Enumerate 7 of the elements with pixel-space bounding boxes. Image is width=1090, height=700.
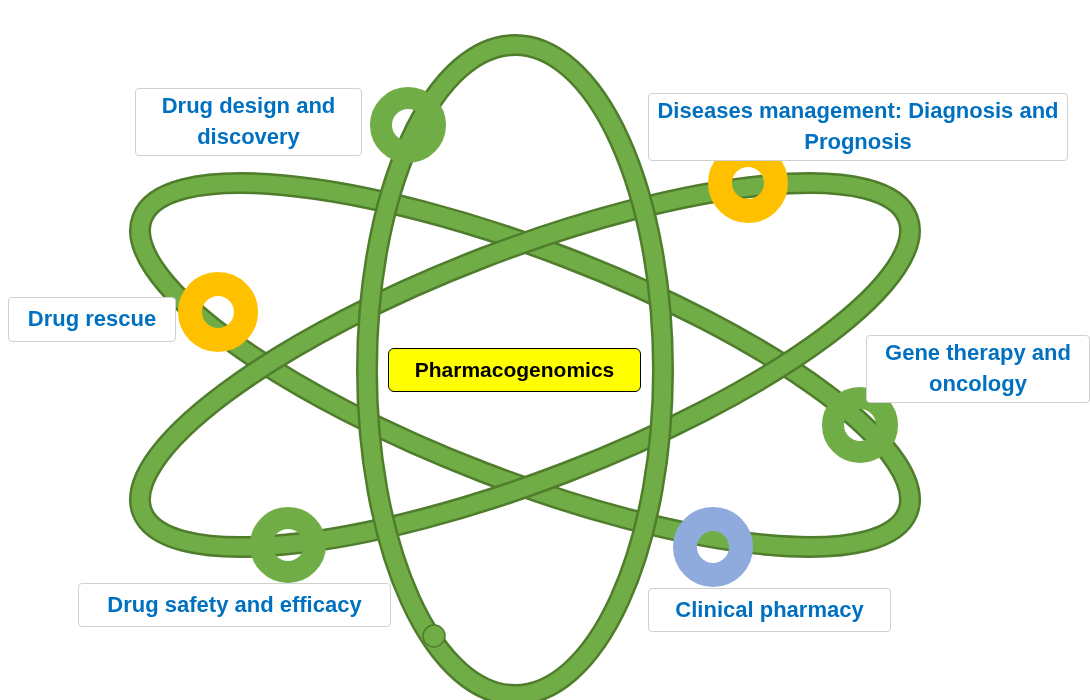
label-box: Drug design and discovery xyxy=(135,88,362,156)
label-box: Drug safety and efficacy xyxy=(78,583,391,627)
label-box: Gene therapy and oncology xyxy=(866,335,1090,403)
label-box: Drug rescue xyxy=(8,297,176,342)
label-box: Clinical pharmacy xyxy=(648,588,891,632)
label-box: Diseases management: Diagnosis and Prognosis xyxy=(648,93,1068,161)
center-label: Pharmacogenomics xyxy=(388,348,641,392)
